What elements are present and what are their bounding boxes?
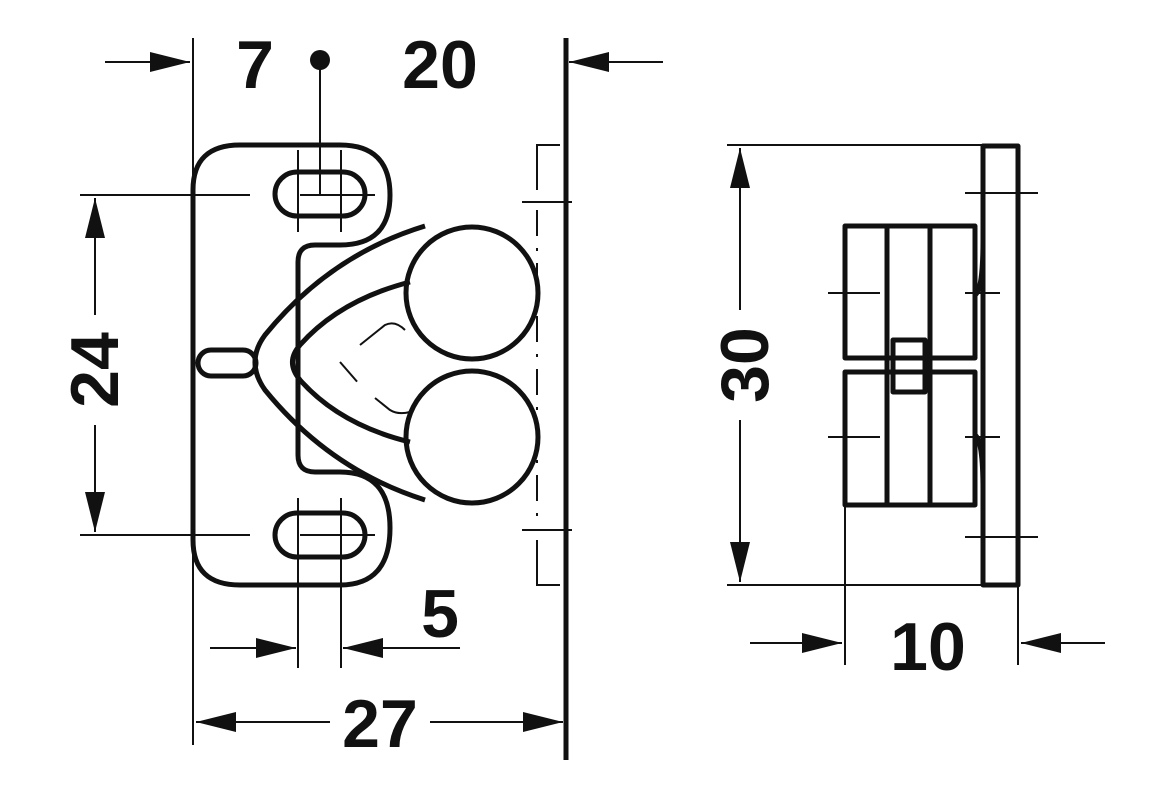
catch-plate-outline	[190, 142, 393, 588]
roller-bottom	[403, 368, 541, 506]
side-plate	[980, 143, 1021, 588]
dim-20: 20	[402, 27, 478, 103]
spring-inner	[290, 279, 411, 445]
side-view: 30 10	[707, 143, 1105, 685]
spring-stem	[195, 347, 259, 379]
roller-top	[403, 224, 541, 362]
center-dot	[310, 50, 330, 70]
dim-24: 24	[57, 332, 133, 408]
dim-10: 10	[890, 609, 966, 685]
side-center-pin	[890, 337, 928, 395]
dim-27: 27	[342, 686, 418, 762]
side-block-bottom	[842, 369, 978, 508]
dim-7: 7	[236, 27, 274, 103]
dim-5: 5	[421, 576, 459, 652]
dim-30: 30	[707, 327, 783, 403]
front-view: 7 20 24 5 27	[57, 27, 663, 762]
